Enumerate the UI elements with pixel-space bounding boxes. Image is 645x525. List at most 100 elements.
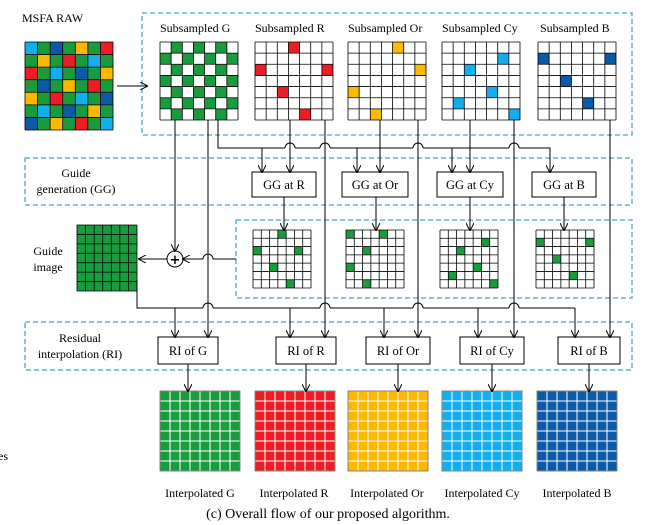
grid-cell [442, 401, 452, 411]
grid-cell [571, 53, 583, 65]
grid-cell [37, 92, 51, 105]
gg-at-r-box [251, 171, 317, 198]
grid-cell [253, 254, 262, 264]
grid-cell [348, 461, 358, 471]
grid-cell [368, 441, 378, 451]
grid-cell [456, 271, 465, 280]
grid-cell [381, 75, 393, 87]
grid-cell [200, 391, 210, 401]
grid-cell [388, 411, 398, 421]
grid-cell [582, 42, 594, 54]
guide-image-label-1: Guide [33, 244, 62, 258]
grid-cell [261, 230, 270, 239]
grid-cell [486, 64, 498, 76]
grid-cell [392, 53, 404, 65]
grid-cell [210, 421, 220, 431]
grid-cell [607, 401, 617, 411]
grid-cell [180, 461, 190, 471]
grid-cell [544, 238, 553, 247]
grid-cell [497, 86, 509, 98]
grid-cell [395, 263, 404, 272]
grid-cell [204, 75, 216, 87]
grid-cell [62, 92, 76, 105]
grid-cell [453, 97, 465, 109]
grid-cell [473, 263, 482, 272]
grid-cell [302, 230, 311, 239]
grid-cell [362, 230, 371, 239]
grid-cell [275, 451, 285, 461]
grid-cell [111, 272, 120, 282]
grid-cell [50, 54, 63, 68]
grid-cell [403, 53, 415, 65]
grid-cell [492, 421, 502, 431]
grid-cell [547, 391, 557, 401]
grid-cell [362, 279, 371, 288]
grid-cell [472, 391, 482, 401]
grid-cell [414, 75, 426, 87]
interpolated-grid-4 [441, 390, 523, 472]
grid-cell [502, 411, 512, 421]
grid-cell [538, 97, 550, 109]
grid-cell [378, 441, 388, 451]
grid-cell [387, 279, 396, 288]
grid-cell [160, 461, 170, 471]
grid-cell [94, 225, 103, 235]
grid-cell [452, 441, 462, 451]
grid-cell [486, 42, 498, 54]
grid-cell [94, 262, 103, 273]
grid-cell [277, 75, 289, 87]
grid-cell [538, 53, 550, 65]
grid-cell [160, 441, 170, 451]
grid-cell [215, 42, 227, 54]
grid-cell [577, 271, 586, 280]
grid-cell [111, 234, 120, 244]
grid-cell [128, 253, 137, 263]
grid-cell [582, 97, 594, 109]
grid-cell [492, 451, 502, 461]
grid-cell [370, 254, 380, 264]
grid-cell [381, 64, 393, 76]
grid-cell [475, 86, 487, 98]
grid-cell [210, 411, 220, 421]
grid-cell [408, 411, 418, 421]
grid-cell [75, 104, 88, 118]
grid-cell [497, 64, 509, 76]
grid-cell [585, 254, 594, 264]
grid-cell [62, 54, 76, 68]
grid-cell [85, 262, 95, 273]
grid-cell [348, 431, 358, 441]
grid-cell [266, 75, 278, 87]
grid-cell [295, 401, 305, 411]
grid-cell [200, 441, 210, 451]
grid-cell [508, 75, 520, 87]
grid-cell [359, 97, 371, 109]
grid-cell [160, 411, 170, 421]
grid-cell [502, 441, 512, 451]
grid-cell [481, 271, 490, 280]
grid-cell [442, 441, 452, 451]
grid-cell [544, 246, 553, 255]
grid-cell [160, 75, 172, 87]
grid-cell [25, 79, 38, 93]
grid-cell [381, 53, 393, 65]
grid-cell [537, 431, 547, 441]
grid-cell [348, 97, 360, 109]
grid-cell [502, 401, 512, 411]
grid-cell [489, 254, 498, 264]
grid-cell [597, 411, 607, 421]
grid-cell [226, 86, 238, 98]
grid-cell [62, 79, 76, 93]
grid-cell [567, 431, 577, 441]
grid-cell [265, 431, 275, 441]
grid-cell [359, 64, 371, 76]
grid-cell [414, 53, 426, 65]
grid-cell [593, 97, 605, 109]
grid-cell [160, 86, 172, 98]
grid-cell [285, 401, 295, 411]
grid-cell [442, 391, 452, 401]
grid-cell [537, 401, 547, 411]
grid-cell [305, 391, 315, 401]
grid-cell [593, 64, 605, 76]
grid-cell [50, 42, 63, 55]
grid-cell [418, 411, 428, 421]
